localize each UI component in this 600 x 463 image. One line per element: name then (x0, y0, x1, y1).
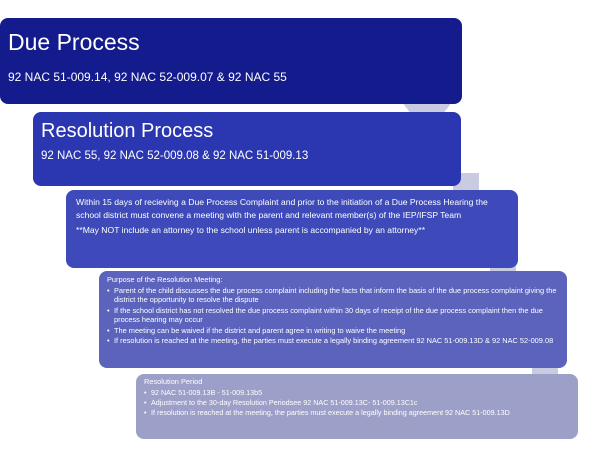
resolution-process-box: Resolution Process 92 NAC 55, 92 NAC 52-… (33, 112, 461, 186)
due-process-citation: 92 NAC 51-009.14, 92 NAC 52-009.07 & 92 … (8, 70, 287, 84)
list-item: If resolution is reached at the meeting,… (107, 336, 559, 346)
due-process-title: Due Process (8, 29, 140, 55)
list-item: Adjustment to the 30-day Resolution Peri… (144, 398, 570, 407)
resolution-meeting-box: Purpose of the Resolution Meeting: Paren… (99, 271, 567, 368)
list-item: The meeting can be waived if the distric… (107, 326, 559, 336)
list-item: If the school district has not resolved … (107, 306, 559, 325)
resolution-meeting-title: Purpose of the Resolution Meeting: (107, 275, 223, 284)
due-process-box: Due Process 92 NAC 51-009.14, 92 NAC 52-… (0, 18, 462, 104)
resolution-period-list: 92 NAC 51-009.13B - 51-009.13b5 Adjustme… (144, 388, 570, 418)
attorney-note: **May NOT include an attorney to the sch… (76, 225, 426, 235)
list-item: If resolution is reached at the meeting,… (144, 408, 570, 417)
resolution-meeting-list: Parent of the child discusses the due pr… (107, 286, 559, 346)
resolution-period-box: Resolution Period 92 NAC 51-009.13B - 51… (136, 374, 578, 439)
resolution-process-citation: 92 NAC 55, 92 NAC 52-009.08 & 92 NAC 51-… (41, 150, 309, 162)
meeting-requirement-text: Within 15 days of recieving a Due Proces… (76, 197, 488, 220)
resolution-period-title: Resolution Period (144, 377, 203, 386)
list-item: Parent of the child discusses the due pr… (107, 286, 559, 305)
resolution-process-title: Resolution Process (41, 120, 214, 142)
list-item: 92 NAC 51-009.13B - 51-009.13b5 (144, 388, 570, 397)
meeting-requirement-box: Within 15 days of recieving a Due Proces… (66, 190, 518, 268)
